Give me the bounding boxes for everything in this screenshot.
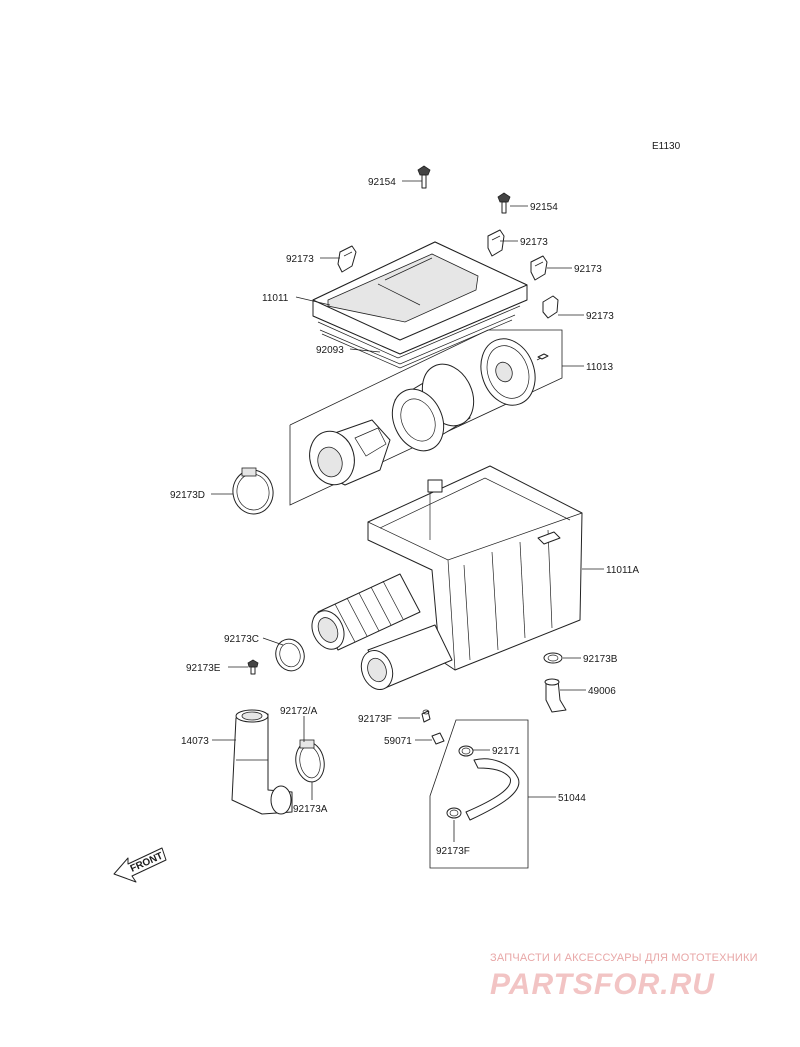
outlet-duct (360, 624, 453, 690)
filter-end-cap (480, 338, 536, 406)
filter-holder (309, 419, 391, 486)
callout-92171: 92171 (492, 746, 520, 757)
plug-59071 (431, 732, 445, 745)
diagram-code: E1130 (652, 141, 681, 152)
hose-51044 (465, 758, 520, 821)
callout-92173F-upper: 92173F (358, 714, 392, 725)
front-arrow-icon: FRONT (113, 847, 167, 883)
screw-92154-left (417, 165, 431, 189)
callout-11011A: 11011A (606, 565, 639, 576)
front-label: FRONT (129, 851, 165, 875)
watermark-tagline: ЗАПЧАСТИ И АКСЕССУАРЫ ДЛЯ МОТОТЕХНИКИ (490, 952, 758, 964)
callout-92093: 92093 (316, 345, 344, 356)
air-cleaner-case-11011A (367, 465, 583, 671)
bolt-92173E (247, 659, 259, 675)
callout-labels: 92154 92154 92173 92173 92173 92173 1101… (170, 177, 639, 857)
clamp-92173D (232, 467, 274, 515)
callout-92173-left: 92173 (286, 254, 314, 265)
watermark-brand: PARTSFOR.RU (490, 968, 715, 1001)
hose-group-bracket (429, 719, 529, 869)
air-cleaner-cover-11011 (312, 241, 528, 359)
clamp-92172A (295, 739, 325, 783)
callout-92173C: 92173C (224, 634, 259, 645)
callout-92173F-lower: 92173F (436, 846, 470, 857)
callout-92173-top: 92173 (520, 237, 548, 248)
clip-92173-c (530, 255, 548, 281)
clip-92173-d (542, 295, 559, 319)
callout-92172A: 92172/A (280, 706, 318, 717)
fitting-92173F-upper (421, 709, 431, 723)
clamp-92173C (275, 638, 305, 672)
clamp-92173F-lower (446, 807, 462, 819)
callout-92173D: 92173D (170, 490, 205, 501)
callout-11011: 11011 (262, 293, 289, 304)
drain-plug-49006 (544, 678, 567, 713)
callout-14073: 14073 (181, 736, 209, 747)
callout-92154-right: 92154 (530, 202, 558, 213)
callout-92173-mid: 92173 (574, 264, 602, 275)
clip-92173-a (337, 245, 357, 273)
intake-duct (311, 573, 421, 651)
clip-92173B (543, 652, 563, 664)
callout-92173B: 92173B (583, 654, 618, 665)
callout-49006: 49006 (588, 686, 616, 697)
filter-group-bracket (289, 329, 563, 506)
clamp-92171 (458, 745, 474, 757)
callout-92154-left: 92154 (368, 177, 396, 188)
clip-92173-b (487, 229, 505, 257)
callout-92173A: 92173A (293, 804, 328, 815)
bolt-11013-cap (536, 353, 549, 361)
callout-11013: 11013 (586, 362, 614, 373)
screw-92154-right (497, 192, 511, 214)
callout-92173-low: 92173 (586, 311, 614, 322)
duct-14073 (231, 709, 293, 815)
watermark: ЗАПЧАСТИ И АКСЕССУАРЫ ДЛЯ МОТОТЕХНИКИ PA… (490, 952, 758, 1001)
leader-lines (211, 180, 604, 842)
callout-92173E: 92173E (186, 663, 221, 674)
callout-51044: 51044 (558, 793, 586, 804)
filter-element (391, 363, 475, 452)
callout-59071: 59071 (384, 736, 412, 747)
